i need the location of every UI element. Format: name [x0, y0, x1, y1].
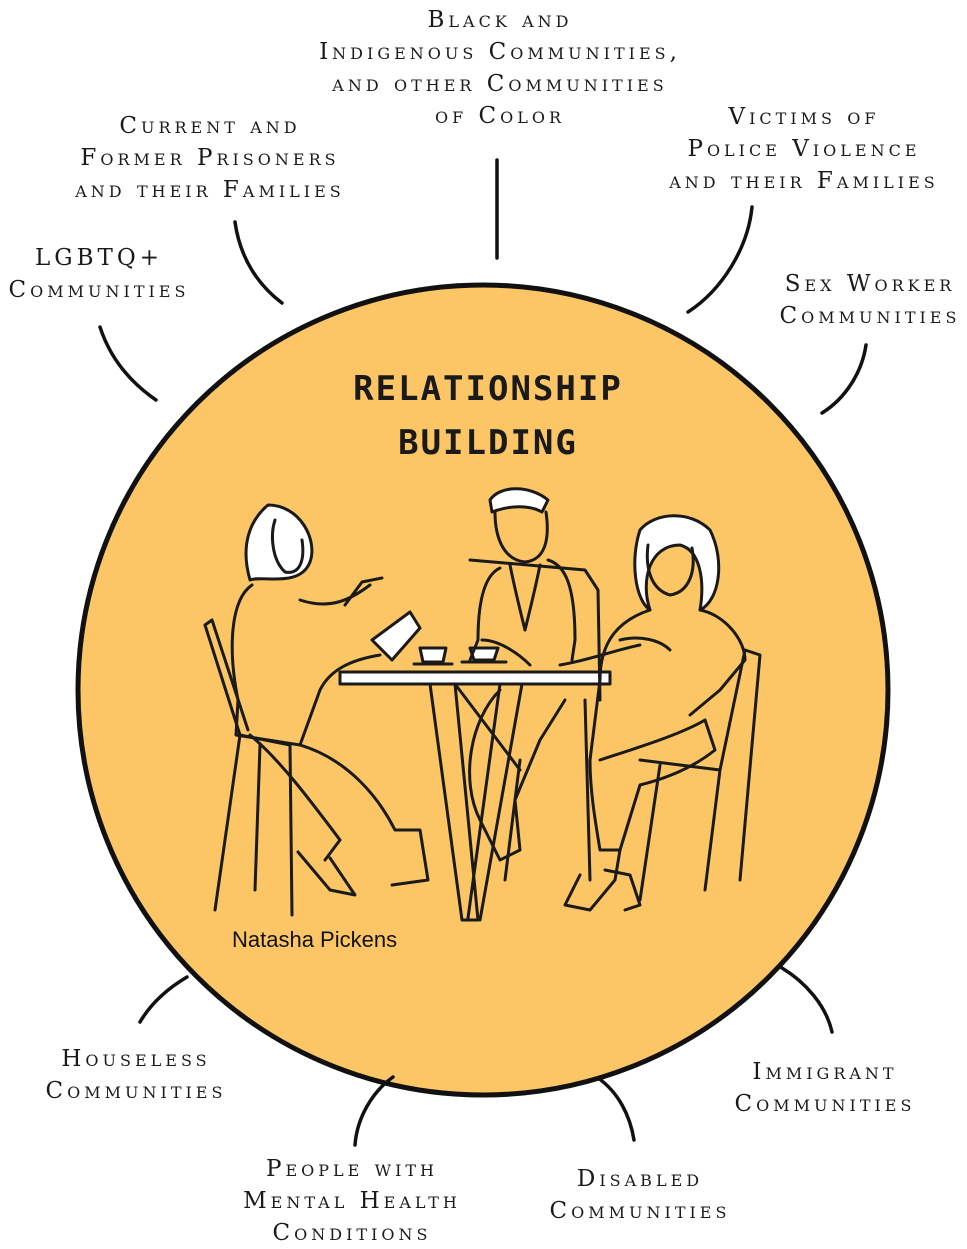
table-top [338, 670, 612, 686]
table-legs [428, 682, 524, 922]
connector-lgbtq [98, 325, 158, 402]
label-line: Communities [8, 277, 190, 303]
label-line: Conditions [272, 1220, 432, 1246]
label-lgbtq: LGBTQ+ Communities [4, 242, 194, 306]
connector-lines [98, 158, 868, 1147]
label-line: Immigrant [752, 1059, 898, 1085]
connector-mental-health [353, 1075, 395, 1147]
connector-disabled [596, 1076, 636, 1142]
label-line: Communities [734, 1091, 916, 1117]
label-disabled: Disabled Communities [540, 1163, 740, 1227]
label-line: People with [265, 1156, 439, 1182]
left-person [230, 503, 430, 897]
label-line: Former Prisoners [80, 145, 340, 171]
label-line: Communities [779, 303, 961, 329]
diagram-title: RELATIONSHIP BUILDING [283, 362, 693, 470]
label-mental-health: People with Mental Health Conditions [232, 1153, 472, 1249]
middle-person [468, 487, 577, 862]
label-line: Indigenous Communities, [319, 39, 681, 65]
label-black-indigenous: Black and Indigenous Communities, and ot… [300, 4, 700, 132]
label-line: of Color [434, 103, 566, 129]
label-line: Black and [427, 7, 573, 33]
connector-houseless [138, 975, 189, 1024]
cafe-table-illustration [203, 487, 762, 922]
label-line: Disabled [576, 1166, 704, 1192]
label-line: and their Families [669, 168, 939, 194]
middle-chair [468, 558, 602, 882]
connector-immigrant [780, 966, 834, 1034]
label-line: Communities [45, 1078, 227, 1104]
label-line: Current and [119, 113, 301, 139]
label-line: and other Communities [332, 71, 668, 97]
label-line: Sex Worker [784, 271, 956, 297]
central-circle [75, 282, 891, 1098]
label-houseless: Houseless Communities [36, 1043, 236, 1107]
label-line: Houseless [61, 1046, 211, 1072]
connector-police-violence [686, 205, 754, 314]
right-person [558, 514, 747, 912]
label-immigrant: Immigrant Communities [725, 1056, 925, 1120]
label-line: Victims of [728, 104, 880, 130]
label-line: and their Families [75, 177, 345, 203]
label-line: Mental Health [243, 1188, 461, 1214]
label-line: Communities [549, 1198, 731, 1224]
connector-prisoners [233, 220, 284, 305]
title-line-2: BUILDING [398, 423, 578, 463]
label-line: Police Violence [687, 136, 921, 162]
label-line: LGBTQ+ [34, 245, 164, 271]
label-prisoners: Current and Former Prisoners and their F… [50, 110, 370, 206]
label-sex-worker: Sex Worker Communities [775, 268, 965, 332]
label-police-violence: Victims of Police Violence and their Fam… [648, 101, 960, 197]
illustrator-credit: Natasha Pickens [232, 927, 398, 952]
title-line-1: RELATIONSHIP [353, 369, 623, 409]
connector-sex-worker [820, 343, 868, 415]
cup-left [412, 646, 454, 666]
